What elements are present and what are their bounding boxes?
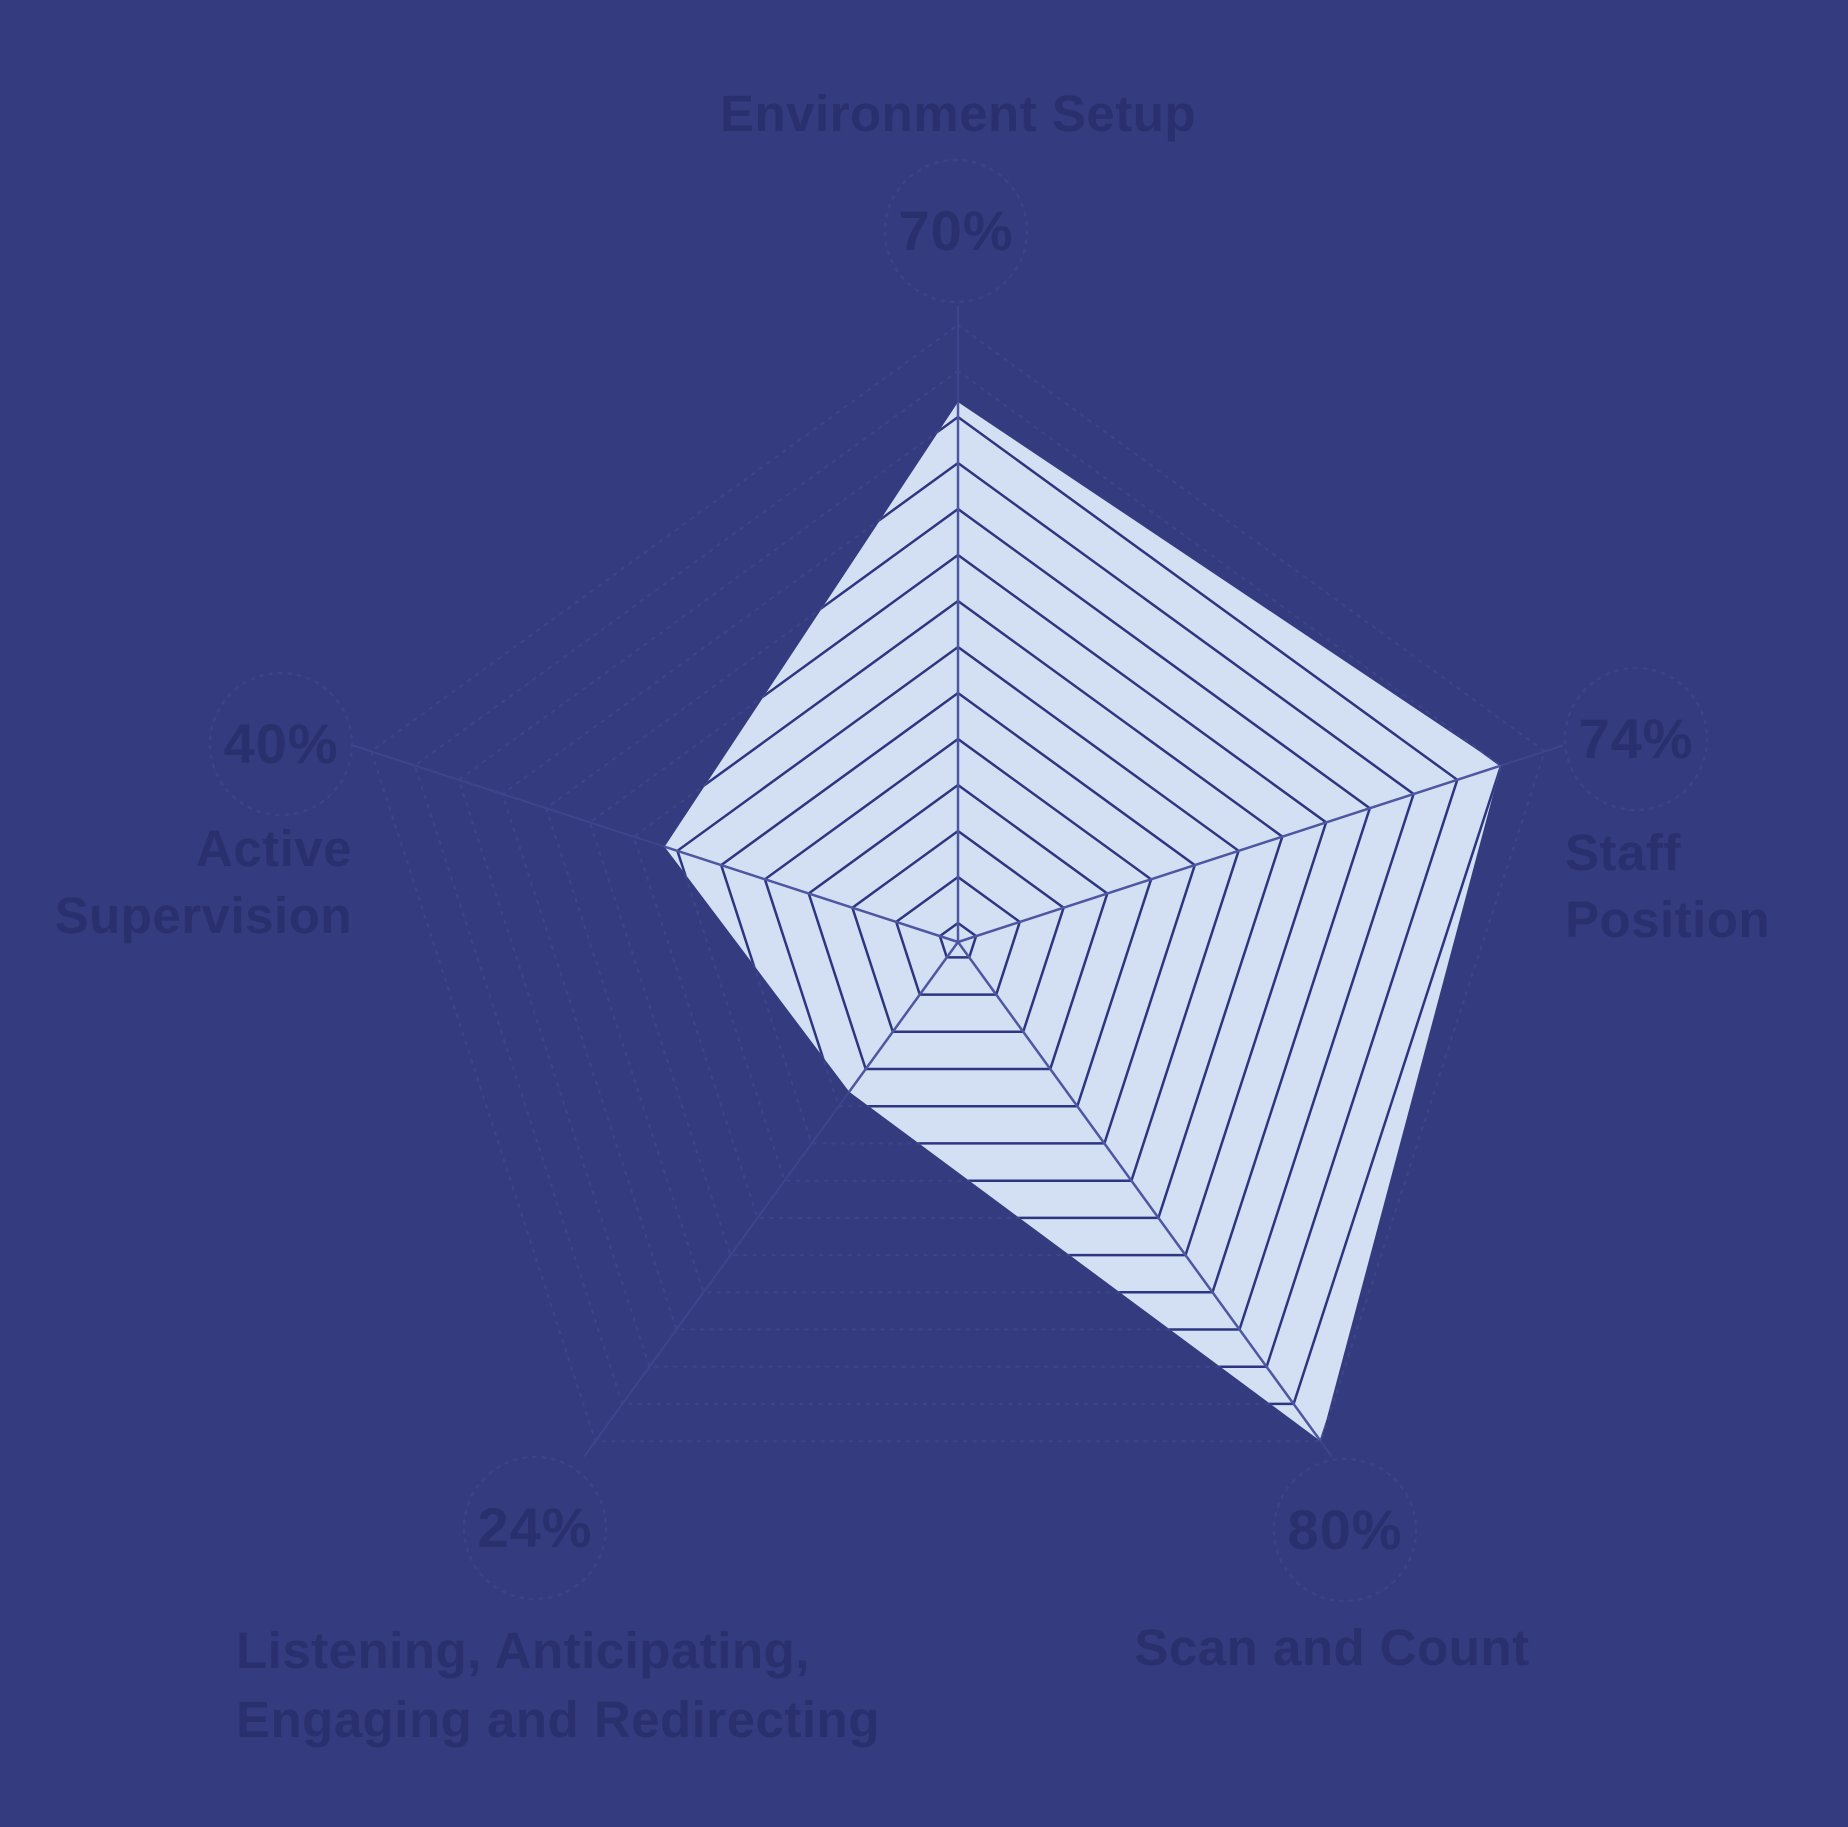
axis-label-listening-anticipating-engaging-and-redirecting-line-1: Listening, Anticipating,	[236, 1622, 810, 1679]
axis-label-active-supervision-line-2: Supervision	[55, 887, 352, 944]
axis-label-environment-setup-line-1: Environment Setup	[720, 85, 1196, 142]
grid-ring	[807, 783, 1109, 1071]
axis-label-staff-position-line-2: Position	[1565, 891, 1770, 948]
axis-label-scan-and-count-line-1: Scan and Count	[1134, 1619, 1529, 1676]
axis-spoke-inner-scan-and-count	[956, 941, 1333, 1442]
axis-value-listening-anticipating-engaging-and-redirecting: 24%	[477, 1496, 592, 1559]
value-circle-scan-and-count	[1272, 1457, 1418, 1603]
grid-ring	[369, 323, 1547, 1443]
value-circle-environment-setup	[883, 158, 1029, 304]
grid-ring	[763, 737, 1153, 1108]
grid-ring	[938, 921, 978, 959]
grid-ring	[501, 461, 1415, 1331]
axis-label-active-supervision-line-1: Active	[196, 820, 352, 877]
axis-label-listening-anticipating-engaging-and-redirecting-line-2: Engaging and Redirecting	[236, 1691, 880, 1748]
grid-ring	[894, 875, 1022, 996]
grid-ring	[850, 829, 1066, 1034]
axis-value-environment-setup: 70%	[898, 199, 1013, 262]
grid-ring	[413, 369, 1503, 1406]
axis-value-scan-and-count: 80%	[1287, 1498, 1402, 1561]
value-circle-staff-position	[1563, 666, 1709, 812]
axis-spokes-inner	[664, 402, 1501, 1442]
grid-ring	[544, 507, 1372, 1294]
axis-group-scan-and-count: 80% Scan and Count	[1134, 1457, 1529, 1676]
axis-spoke-inner-active-supervision	[664, 744, 959, 944]
axis-group-environment-setup: 70% Environment Setup	[720, 85, 1196, 304]
axis-group-listening-anticipating-engaging-and-redirecting: 24% Listening, Anticipating, Engaging and …	[236, 1455, 880, 1748]
value-circle-listening-anticipating-engaging-and-redirecting	[462, 1455, 608, 1601]
axis-label-staff-position-line-1: Staff	[1565, 824, 1681, 881]
grid-ring	[719, 691, 1197, 1145]
value-circle-active-supervision	[208, 671, 354, 817]
axis-value-active-supervision: 40%	[223, 712, 338, 775]
axis-spoke-inner-staff-position	[957, 744, 1501, 944]
axis-value-staff-position: 74%	[1578, 707, 1693, 770]
